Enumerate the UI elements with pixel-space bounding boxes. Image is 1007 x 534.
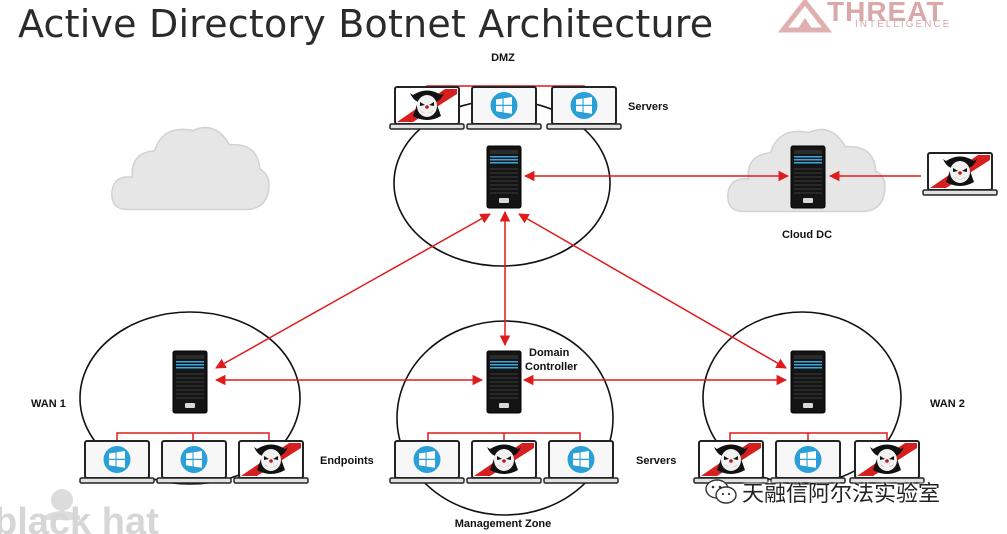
slide-title: Active Directory Botnet Architecture xyxy=(18,2,714,46)
clown-laptop-icon[interactable] xyxy=(389,86,465,130)
wan1-zone-ellipse xyxy=(79,311,301,485)
watermark-text: 天融信阿尔法实验室 xyxy=(742,482,941,507)
domain-controller-label-line1: Domain xyxy=(529,347,570,359)
clown-laptop-icon[interactable] xyxy=(922,152,998,196)
domain-controller-label-line2: Controller xyxy=(525,361,578,373)
black-hat-logo: black hat xyxy=(0,486,230,534)
wechat-watermark: 天融信阿尔法实验室 xyxy=(704,475,940,509)
wan2-label: WAN 2 xyxy=(930,398,965,410)
black-hat-logo-text: black hat xyxy=(0,501,159,534)
logo-subtext: INTELLIGENCE xyxy=(855,19,952,30)
clown-laptop-icon[interactable] xyxy=(233,440,309,484)
dc-links xyxy=(214,170,921,386)
cloud-dc-label: Cloud DC xyxy=(782,229,832,241)
logo-mark-icon xyxy=(777,0,833,33)
dmz-servers-label: Servers xyxy=(628,101,668,113)
management-zone-label: Management Zone xyxy=(455,518,552,530)
dmz-label: DMZ xyxy=(491,52,515,64)
management-servers-label: Servers xyxy=(636,455,676,467)
endpoints-label: Endpoints xyxy=(320,455,374,467)
wan2-zone-ellipse xyxy=(702,311,902,485)
management-zone-ellipse xyxy=(396,320,614,516)
windows-laptop-icon[interactable] xyxy=(543,440,619,484)
windows-laptop-icon[interactable] xyxy=(546,86,622,130)
server-tower-icon[interactable] xyxy=(790,145,826,209)
server-tower-icon[interactable] xyxy=(486,350,522,414)
link-dmz-wan1 xyxy=(215,213,491,369)
windows-laptop-icon[interactable] xyxy=(79,440,155,484)
clown-laptop-icon[interactable] xyxy=(466,440,542,484)
server-tower-icon[interactable] xyxy=(486,145,522,209)
windows-laptop-icon[interactable] xyxy=(466,86,542,130)
windows-laptop-icon[interactable] xyxy=(156,440,232,484)
threat-intelligence-logo: THREAT INTELLIGENCE xyxy=(775,0,1007,34)
cloud-icon xyxy=(110,126,270,211)
server-tower-icon[interactable] xyxy=(172,350,208,414)
link-dmz-wan2 xyxy=(518,213,787,369)
wechat-icon xyxy=(705,479,737,504)
black-hat-logo-mark: black hat xyxy=(0,489,159,534)
server-tower-icon[interactable] xyxy=(790,350,826,414)
logo-text: THREAT xyxy=(827,0,945,27)
wan1-label: WAN 1 xyxy=(31,398,66,410)
windows-laptop-icon[interactable] xyxy=(389,440,465,484)
